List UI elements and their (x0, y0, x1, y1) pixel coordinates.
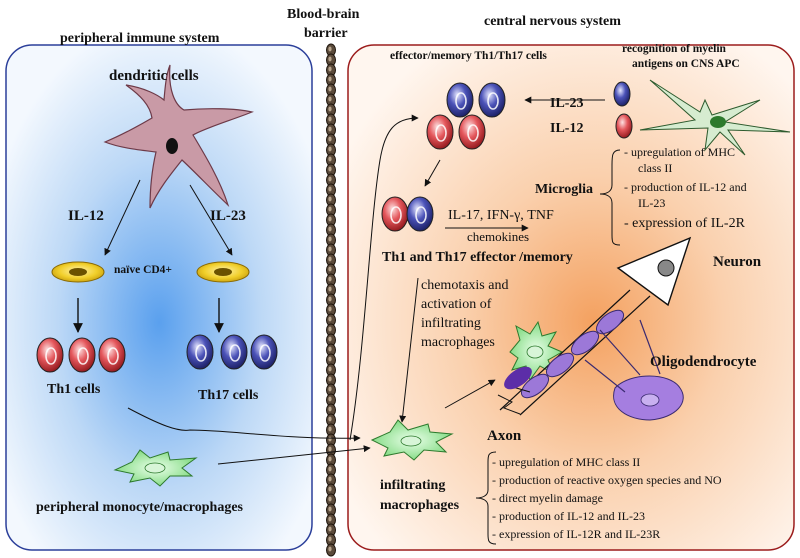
th1-cells-label: Th1 cells (47, 382, 101, 397)
chemotaxis-line-2: activation of (421, 297, 492, 312)
axon-label: Axon (487, 428, 522, 444)
infiltrating-macrophages-1: infiltrating (380, 478, 446, 493)
neuron-label: Neuron (713, 254, 762, 270)
th17-cell (186, 334, 214, 370)
arrow-into-cns (349, 114, 419, 441)
apc-th17-cell (613, 81, 631, 107)
cns-memory-th1-cell (458, 114, 486, 150)
infiltrating-macrophages-2: macrophages (380, 498, 460, 513)
arrow-chemotaxis (399, 277, 419, 423)
th17-cell (220, 334, 248, 370)
cns-memory-th17-cell (478, 82, 506, 118)
microglia-label: Microglia (535, 182, 594, 197)
th1-cell (68, 337, 96, 373)
th-migration-line (127, 407, 361, 442)
microglia-effect-1b: class II (638, 161, 673, 175)
cns-memory-th1-cell (426, 114, 454, 150)
myelin-segment (570, 330, 600, 356)
cytokines-label-2: chemokines (467, 229, 530, 244)
microglia-effect-2b: IL-23 (638, 196, 666, 210)
myelin-segment (595, 309, 625, 335)
peripheral-title: peripheral immune system (60, 31, 220, 46)
il23-label-cns: IL-23 (550, 96, 584, 111)
macrophage-bracket (475, 451, 497, 545)
il23-label-peripheral: IL-23 (210, 208, 246, 224)
il12-label-cns: IL-12 (550, 121, 584, 136)
recognition-label-1: recognition of myelin (622, 43, 726, 55)
il12-label-peripheral: IL-12 (68, 208, 104, 224)
chemotaxis-line-4: macrophages (421, 335, 495, 350)
cns-title: central nervous system (484, 14, 621, 29)
th1-cell (36, 337, 64, 373)
th17-cell (250, 334, 278, 370)
dendritic-cells-label: dendritic cells (109, 68, 199, 84)
naive-cd4-cell-right (196, 261, 250, 283)
myelin-segment (545, 352, 575, 378)
dendritic-nucleus (166, 138, 178, 154)
oligodendrocyte-label: Oligodendrocyte (650, 354, 757, 370)
cytokines-label-1: IL-17, IFN-γ, TNF (448, 208, 554, 223)
th1-cell (98, 337, 126, 373)
dendritic-cell (103, 64, 254, 209)
monocyte-migration-arrow (217, 445, 371, 465)
macrophage-effect-3: - direct myelin damage (492, 491, 603, 505)
microglia-effect-2: - production of IL-12 and (624, 180, 747, 194)
arrow-dc-il23 (189, 184, 233, 256)
damaged-myelin (504, 366, 532, 390)
apc-th1-cell (615, 113, 633, 139)
chemotaxis-line-1: chemotaxis and (421, 278, 509, 293)
bbb-title-1: Blood-brain (287, 7, 360, 22)
chemotaxis-line-3: infiltrating (421, 316, 481, 331)
cns-effector-th1-cell (381, 196, 409, 232)
cns-memory-th17-cell (446, 82, 474, 118)
effector-memory-label: effector/memory Th1/Th17 cells (390, 50, 547, 62)
monocytes-label: peripheral monocyte/macrophages (36, 500, 243, 515)
blood-brain-barrier-chain (326, 43, 336, 557)
arrow-dc-il12 (104, 179, 141, 256)
oligodendrocyte-cell (584, 319, 684, 421)
macrophage-effect-2: - production of reactive oxygen species … (492, 473, 722, 487)
peripheral-panel (5, 44, 313, 551)
neuron (499, 236, 692, 416)
arrow-macrophage-activation (444, 379, 496, 409)
cns-panel (347, 44, 795, 551)
macrophage-effect-5: - expression of IL-12R and IL-23R (492, 527, 661, 541)
recognition-label-2: antigens on CNS APC (632, 58, 740, 70)
cns-effector-th17-cell (406, 196, 434, 232)
arrow-memory-to-effector (424, 159, 441, 187)
th-effector-label: Th1 and Th17 effector /memory (382, 250, 573, 265)
microglia-effect-3: - expression of IL-2R (624, 216, 745, 231)
naive-cd4-label: naïve CD4+ (114, 264, 172, 276)
th17-cells-label: Th17 cells (198, 388, 259, 403)
macrophage-effect-1: - upregulation of MHC class II (492, 455, 641, 469)
microglia-bracket (599, 149, 621, 246)
naive-cd4-cell-left (51, 261, 105, 283)
bbb-title-2: barrier (304, 26, 348, 41)
microglia-effect-1: - upregulation of MHC (624, 145, 735, 159)
macrophage-effect-4: - production of IL-12 and IL-23 (492, 509, 645, 523)
